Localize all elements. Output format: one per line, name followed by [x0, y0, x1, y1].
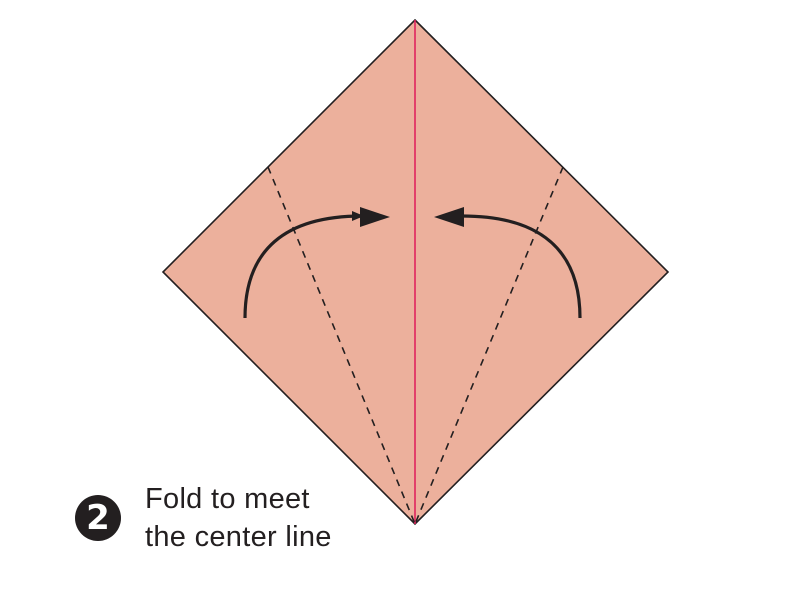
caption-line-1: Fold to meet — [145, 483, 310, 515]
right-arrow-head — [434, 207, 464, 227]
step-number-badge: 2 — [75, 495, 121, 541]
right-fold-arrow — [461, 214, 582, 319]
left-fold-arrow — [243, 211, 364, 319]
left-arrow-head — [360, 207, 390, 227]
caption-line-2: the center line — [145, 521, 332, 553]
step-caption: Fold to meet the center line — [145, 480, 465, 556]
